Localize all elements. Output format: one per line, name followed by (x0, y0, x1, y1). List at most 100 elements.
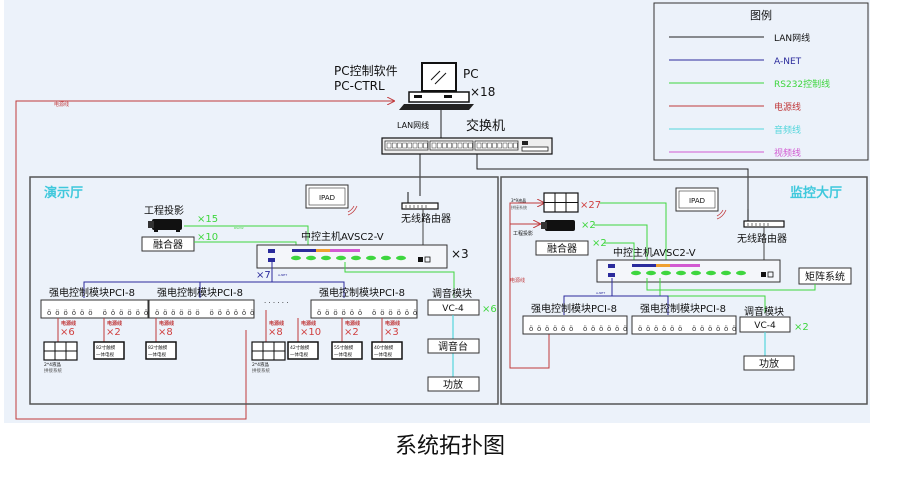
wall-right-label: 3*9液晶 (511, 197, 526, 203)
load-device-label2: 拼接系统 (252, 367, 270, 374)
svg-text:ö: ö (615, 325, 619, 333)
router-right-label: 无线路由器 (737, 232, 787, 245)
legend-label: LAN网线 (774, 32, 810, 44)
video-wall-right[interactable] (543, 192, 579, 213)
svg-text:ö: ö (171, 309, 175, 317)
wifi-icon (347, 205, 358, 216)
router-left-label: 无线路由器 (401, 212, 451, 225)
svg-text:ö: ö (127, 309, 131, 317)
hall-left-border (29, 176, 499, 405)
anet-count-left: ×7 (256, 270, 271, 281)
fusion-left[interactable] (141, 236, 195, 252)
amp-left-label: 功放 (443, 378, 463, 391)
rs232-port (306, 255, 316, 261)
hall-left-title: 演示厅 (44, 185, 83, 201)
svg-text:ö: ö (380, 309, 384, 317)
amp-left[interactable] (427, 376, 480, 392)
fusion-left-count: ×10 (197, 232, 218, 243)
load-device-label2: 一体电视 (334, 351, 352, 358)
svg-text:ö: ö (144, 309, 148, 317)
network-switch[interactable] (381, 137, 553, 155)
vc4-left-count: ×6 (482, 304, 497, 315)
svg-text:ö: ö (591, 325, 595, 333)
matrix-label: 矩阵系统 (805, 270, 845, 283)
switch-label: 交换机 (466, 118, 505, 134)
wall-right-count: ×27 (580, 200, 601, 211)
pci-module-label: 强电控制模块PCI-8 (319, 286, 405, 299)
svg-text:ö: ö (187, 309, 191, 317)
rs232-port (631, 270, 641, 276)
rs232-port (336, 255, 346, 261)
host-right[interactable] (596, 259, 781, 283)
rs232-line-audio-left (344, 262, 455, 298)
ipad-left[interactable]: IPAD (305, 184, 358, 216)
svg-text:ö: ö (234, 309, 238, 317)
tv-icon (371, 341, 403, 360)
pc-software-label: PC控制软件 (334, 64, 398, 78)
rs232-port (691, 270, 701, 276)
pc-workstation[interactable] (399, 62, 474, 110)
pci-module-label: 强电控制模块PCI-8 (49, 286, 135, 299)
svg-text:ö: ö (405, 309, 409, 317)
load-device-label: 82寸触摸 (148, 344, 168, 351)
power-label: 电源线 (159, 320, 174, 327)
host-right-label: 中控主机AVSC2-V (613, 246, 696, 259)
wifi-icon (716, 209, 727, 220)
matrix-system[interactable] (798, 267, 852, 285)
svg-text:ö: ö (692, 325, 696, 333)
projector-right-count: ×2 (581, 220, 596, 231)
amp-right[interactable] (743, 355, 795, 371)
host-left[interactable] (256, 244, 448, 269)
svg-text:ö: ö (155, 309, 159, 317)
router-right[interactable] (743, 209, 785, 228)
router-left[interactable] (401, 192, 439, 210)
load-count: ×10 (300, 327, 321, 338)
legend-label: 视频线 (774, 147, 801, 159)
load-device-label: 40寸触摸 (374, 344, 394, 351)
power-label-right: 电源线 (510, 277, 525, 284)
svg-text:ö: ö (599, 325, 603, 333)
svg-text:ö: ö (47, 309, 51, 317)
lan-label: LAN网线 (397, 120, 429, 130)
anet-bus-left (83, 281, 345, 298)
legend-label: RS232控制线 (774, 78, 830, 90)
power-label: 电源线 (301, 320, 316, 327)
anet-bus-right (563, 295, 669, 315)
svg-text:ö: ö (163, 309, 167, 317)
svg-text:ö: ö (678, 325, 682, 333)
fusion-right[interactable] (535, 240, 589, 256)
legend-label: 音频线 (774, 124, 801, 136)
projector-left[interactable] (148, 219, 182, 232)
svg-text:ö: ö (708, 325, 712, 333)
svg-text:ö: ö (250, 309, 254, 317)
load-device-label2: 拼接系统 (44, 367, 62, 374)
rs232-port (721, 270, 731, 276)
load-device-label2: 一体电视 (374, 351, 392, 358)
load-count: ×3 (384, 327, 399, 338)
svg-text:ö: ö (397, 309, 401, 317)
ipad-right[interactable]: IPAD (675, 187, 727, 220)
pc-label: PC (463, 67, 479, 81)
rs232-port (291, 255, 301, 261)
svg-text:ö: ö (55, 309, 59, 317)
fusion-left-label: 融合器 (153, 238, 183, 251)
vc4-right-label: VC-4 (754, 321, 776, 331)
projector-right[interactable] (541, 220, 575, 231)
tv-icon (145, 341, 177, 360)
mixer[interactable] (427, 338, 480, 354)
pc-keyboard (399, 104, 474, 110)
